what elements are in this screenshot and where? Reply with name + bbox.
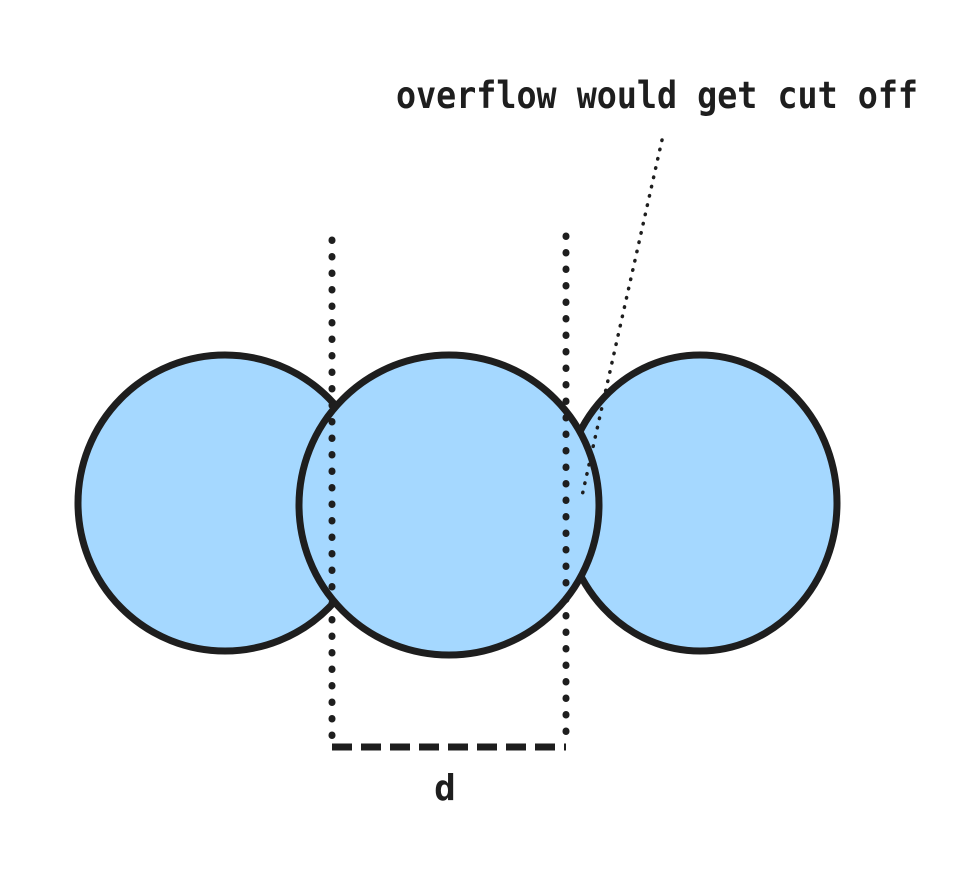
dimension-label: d: [434, 768, 456, 809]
annotation-pointer-line: [580, 138, 664, 498]
circle-middle: [295, 351, 603, 659]
annotation-text: overflow would get cut off: [396, 74, 918, 117]
